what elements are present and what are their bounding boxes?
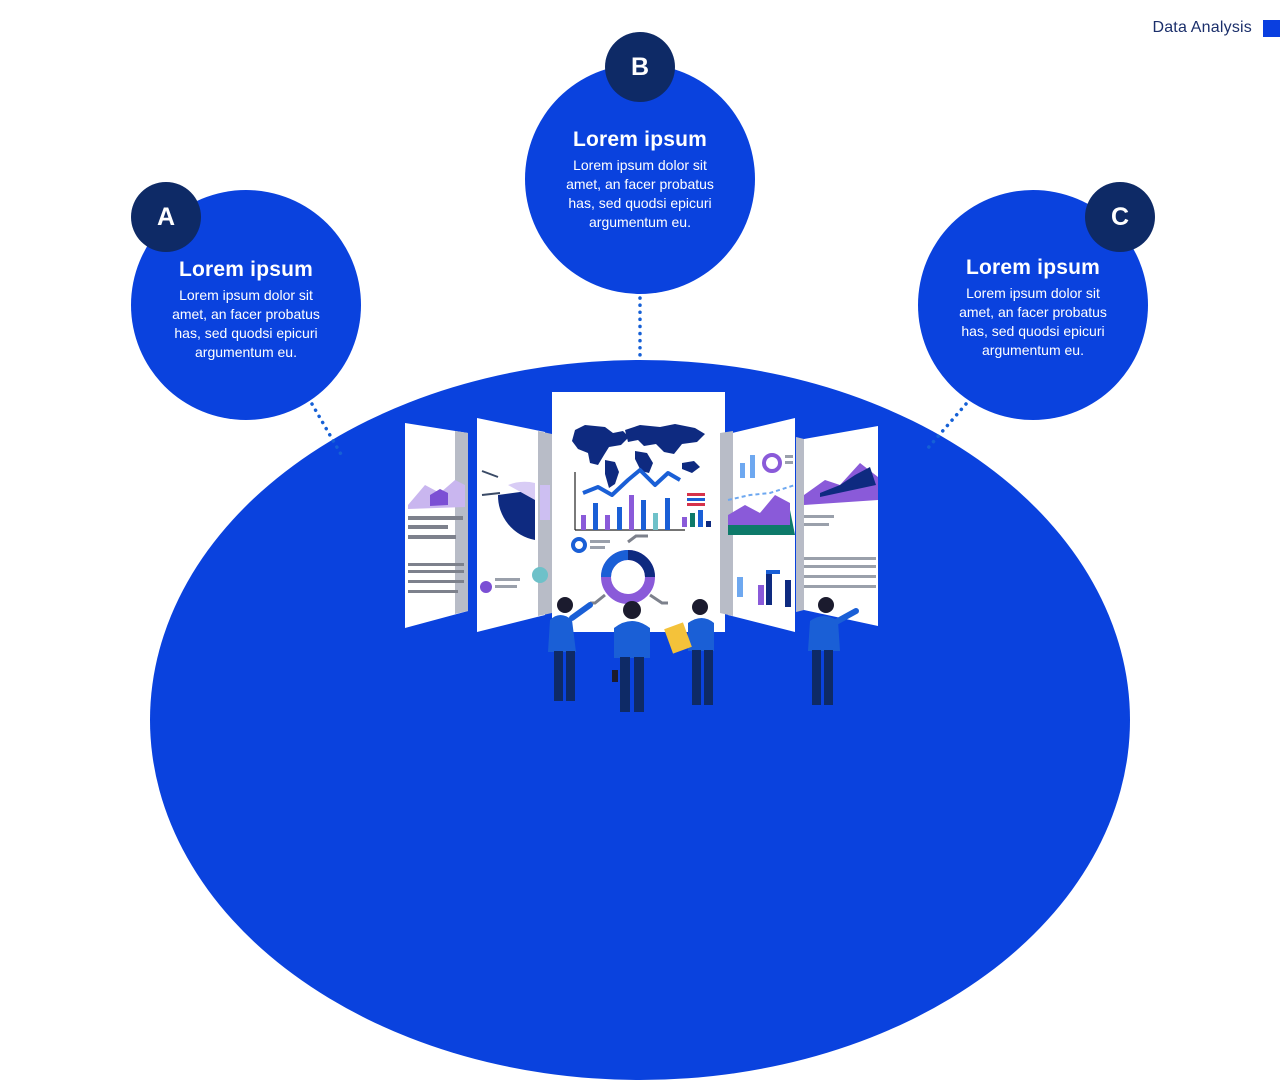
card-a-title: Lorem ipsum: [178, 258, 314, 281]
header-title: Data Analysis: [1152, 19, 1252, 36]
card-c-title: Lorem ipsum: [965, 256, 1101, 279]
header-accent-square: [1263, 20, 1280, 37]
report-panel-far-left-icon: [405, 423, 468, 628]
card-c-badge: C: [1085, 182, 1155, 252]
person-woman-icon: [548, 597, 593, 701]
card-b: Lorem ipsum Lorem ipsum dolor sit amet, …: [525, 64, 755, 294]
report-panel-center-icon: [552, 392, 725, 632]
card-b-title: Lorem ipsum: [572, 128, 708, 151]
person-with-tablet-icon: [664, 599, 714, 705]
card-c-body: Lorem ipsum dolor sit amet, an facer pro…: [959, 285, 1107, 358]
dotted-connectors: [310, 296, 968, 458]
person-man-back-icon: [612, 601, 650, 712]
report-panel-right-icon: [720, 418, 796, 632]
person-pointing-icon: [808, 597, 859, 705]
report-panel-far-right-icon: [796, 426, 878, 626]
card-b-badge: B: [605, 32, 675, 102]
report-panel-left-icon: [477, 418, 552, 632]
card-b-body: Lorem ipsum dolor sit amet, an facer pro…: [566, 157, 714, 230]
connector-c: [926, 402, 968, 450]
connector-a: [310, 402, 344, 458]
people-group-icon: [548, 597, 859, 712]
card-a-badge: A: [131, 182, 201, 252]
data-analysis-dashboard-illustration: [405, 392, 878, 712]
card-a-body: Lorem ipsum dolor sit amet, an facer pro…: [172, 287, 320, 360]
